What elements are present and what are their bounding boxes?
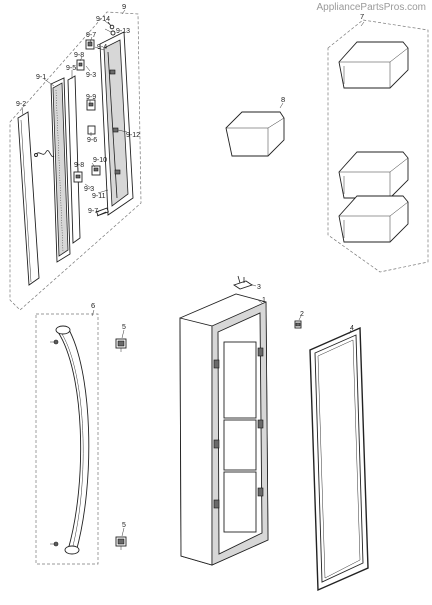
callout-9-1: 9-1 — [36, 74, 46, 81]
callout-8-leader — [279, 102, 284, 109]
part-9-5-rail — [67, 75, 81, 244]
part-5-mount-top — [115, 338, 127, 352]
part-9-14-pin — [107, 21, 115, 30]
callout-5-top-leader — [121, 329, 125, 339]
callout-9-9: 9-9 — [86, 94, 96, 101]
callout-6-leader — [91, 309, 95, 317]
callout-8: 8 — [281, 95, 285, 104]
callout-4: 4 — [350, 325, 354, 332]
part-3-hinge — [232, 275, 254, 290]
callout-9-7-top: 9-7 — [86, 32, 96, 39]
part-1-door — [179, 293, 269, 566]
part-9-frame — [99, 31, 134, 216]
part-9-13-screw — [110, 30, 116, 36]
watermark: AppliancePartsPros.com — [316, 2, 427, 13]
callout-9-5: 9-5 — [66, 65, 76, 72]
callout-1-leader — [257, 299, 263, 304]
callout-9-2: 9-2 — [16, 101, 26, 108]
part-9-8-clip-b — [73, 171, 83, 183]
door-bin-top — [338, 41, 409, 89]
callout-7: 7 — [360, 12, 364, 21]
door-bin-bottom — [338, 195, 409, 243]
callout-9-6: 9-6 — [87, 137, 97, 144]
callout-9-8-top: 9-8 — [74, 52, 84, 59]
part-9-6-clip — [86, 99, 96, 135]
callout-9-7-bottom: 9-7 — [88, 208, 98, 215]
part-wire-harness — [34, 150, 55, 158]
callout-3-leader — [249, 283, 257, 287]
part-9-8-clip-a — [76, 59, 85, 71]
callout-6: 6 — [91, 301, 95, 310]
part-9-10-clip — [91, 165, 101, 176]
callout-9: 9 — [122, 2, 126, 11]
callout-1: 1 — [262, 297, 266, 304]
part-9-2-strip — [17, 111, 40, 286]
callout-9-13: 9-13 — [116, 28, 130, 35]
part-2-cap — [294, 320, 302, 329]
callout-9-3-top: 9-3 — [86, 72, 96, 79]
callout-5-bottom-leader — [121, 527, 125, 537]
part-9-1-vent-strip — [50, 77, 71, 263]
part-5-mount-bottom — [115, 536, 127, 550]
door-bin-middle — [338, 151, 409, 199]
callout-9-10: 9-10 — [93, 157, 107, 164]
group-9-leaders — [21, 9, 128, 213]
callout-3: 3 — [257, 284, 261, 291]
group-7-boundary — [327, 19, 429, 273]
callout-5-top: 5 — [122, 324, 126, 331]
part-6-handle — [50, 325, 90, 555]
callout-9-12: 9-12 — [126, 132, 140, 139]
callout-9-4: 9-4 — [97, 44, 107, 51]
part-4-gasket — [309, 326, 369, 592]
callout-7-leader — [360, 21, 365, 27]
part-9-7-hinge-bottom — [96, 207, 109, 217]
group-9-boundary — [9, 11, 142, 311]
callout-9-14: 9-14 — [96, 16, 110, 23]
callout-5-bottom: 5 — [122, 522, 126, 529]
callout-2: 2 — [300, 311, 304, 318]
callout-9-8-bottom: 9-8 — [74, 162, 84, 169]
group-6-boundary — [35, 313, 99, 565]
callout-9-11: 9-11 — [92, 193, 106, 200]
part-8-small-bin — [225, 111, 285, 157]
callout-9-3-bottom: 9-3 — [84, 186, 94, 193]
callout-2-leader — [298, 315, 302, 321]
callout-4-leader — [348, 329, 352, 335]
